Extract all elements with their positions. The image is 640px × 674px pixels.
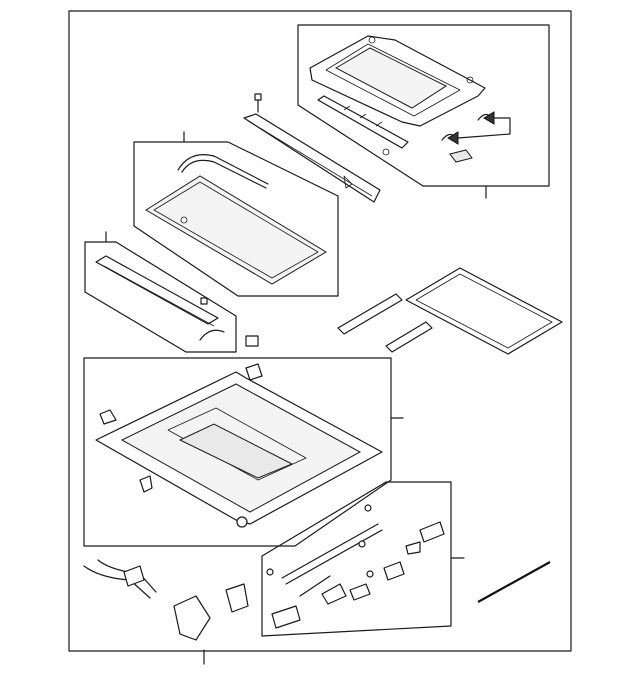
harness-and-motor (84, 560, 248, 664)
cable-hardware-callout (262, 482, 464, 636)
glass-panel-assembly-callout (134, 132, 338, 296)
wind-deflector-callout (85, 232, 236, 352)
grommet-part (246, 336, 258, 346)
diagram-border (69, 11, 571, 651)
seal-frame-part (406, 268, 562, 354)
housing-frame-callout (84, 358, 403, 546)
drain-tube-part (478, 562, 550, 602)
center-rail-part (244, 94, 380, 202)
side-trim-parts (338, 294, 432, 352)
sunroof-frame-assembly-callout (298, 25, 549, 198)
